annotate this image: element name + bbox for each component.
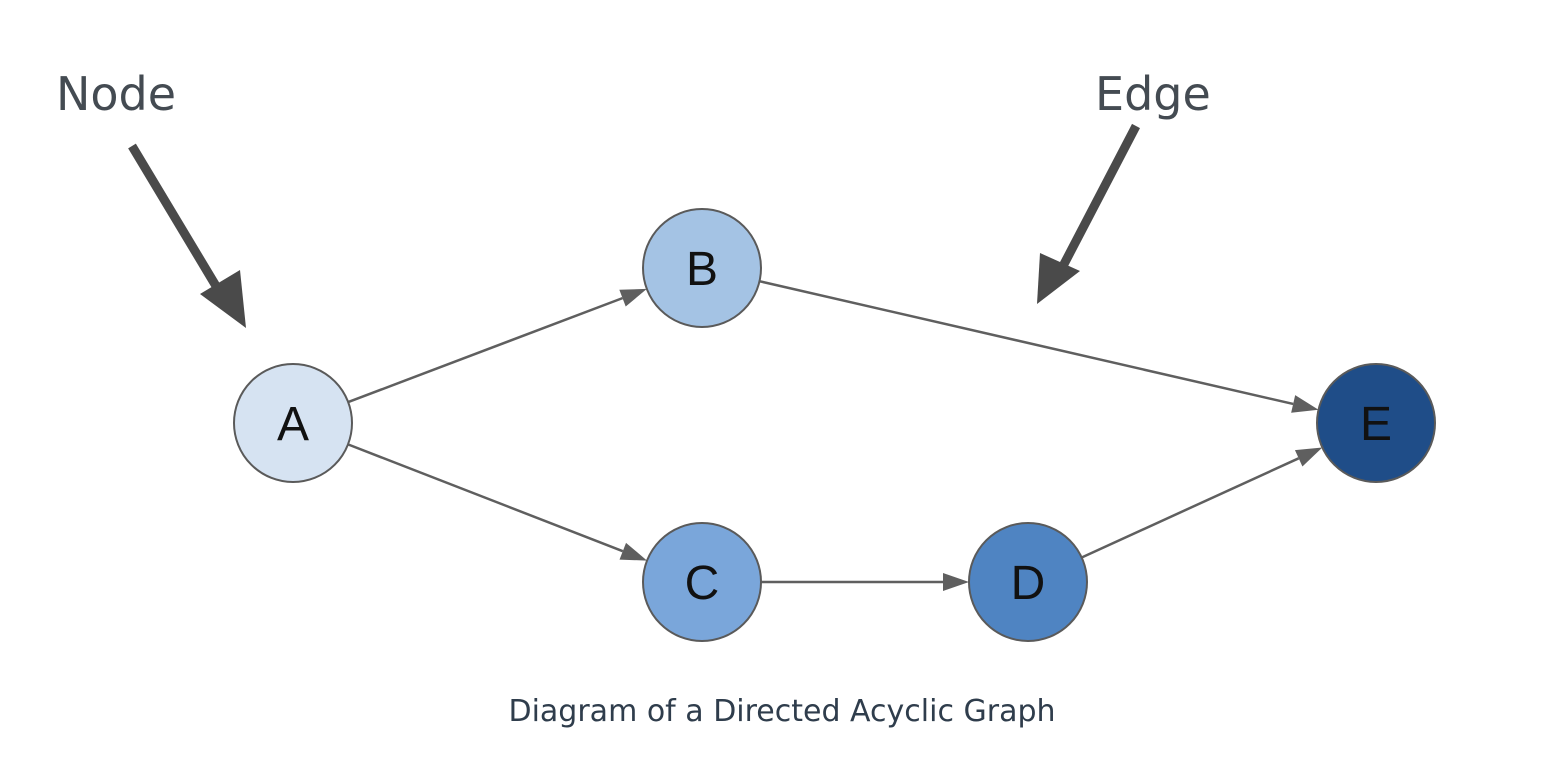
edge-C-D — [761, 573, 969, 591]
edge-D-E — [1081, 447, 1323, 559]
edge-annotation-label: Edge — [1095, 67, 1211, 121]
node-B: B — [642, 208, 762, 328]
edge-A-C — [347, 443, 648, 561]
nodes-layer: A B C D E — [233, 208, 1436, 642]
node-label: A — [277, 398, 309, 451]
edges-layer — [347, 280, 1323, 591]
node-circle — [233, 363, 353, 483]
edge-line — [759, 280, 1294, 406]
node-circle — [642, 522, 762, 642]
edge-line — [347, 296, 623, 404]
edge-arrowhead — [1294, 447, 1323, 467]
node-E: E — [1316, 363, 1436, 483]
node-annotation-arrow — [128, 143, 246, 328]
node-circle — [1316, 363, 1436, 483]
node-label: D — [1011, 557, 1046, 610]
node-annotation-label: Node — [56, 67, 176, 121]
node-C: C — [642, 522, 762, 642]
edge-arrowhead — [943, 573, 969, 591]
node-D: D — [968, 522, 1088, 642]
node-circle — [642, 208, 762, 328]
node-label: B — [686, 243, 718, 296]
diagram-caption: Diagram of a Directed Acyclic Graph — [508, 694, 1056, 729]
edge-annotation-arrow — [1037, 123, 1140, 304]
edge-B-E — [759, 280, 1319, 413]
edge-line — [347, 443, 624, 553]
node-A: A — [233, 363, 353, 483]
node-label: C — [685, 557, 720, 610]
edge-A-B — [347, 288, 647, 404]
node-label: E — [1360, 398, 1392, 451]
edge-arrowhead — [619, 542, 648, 561]
edge-arrowhead — [1291, 395, 1319, 413]
edge-arrowhead — [619, 288, 647, 307]
edge-line — [1081, 457, 1300, 559]
node-circle — [968, 522, 1088, 642]
